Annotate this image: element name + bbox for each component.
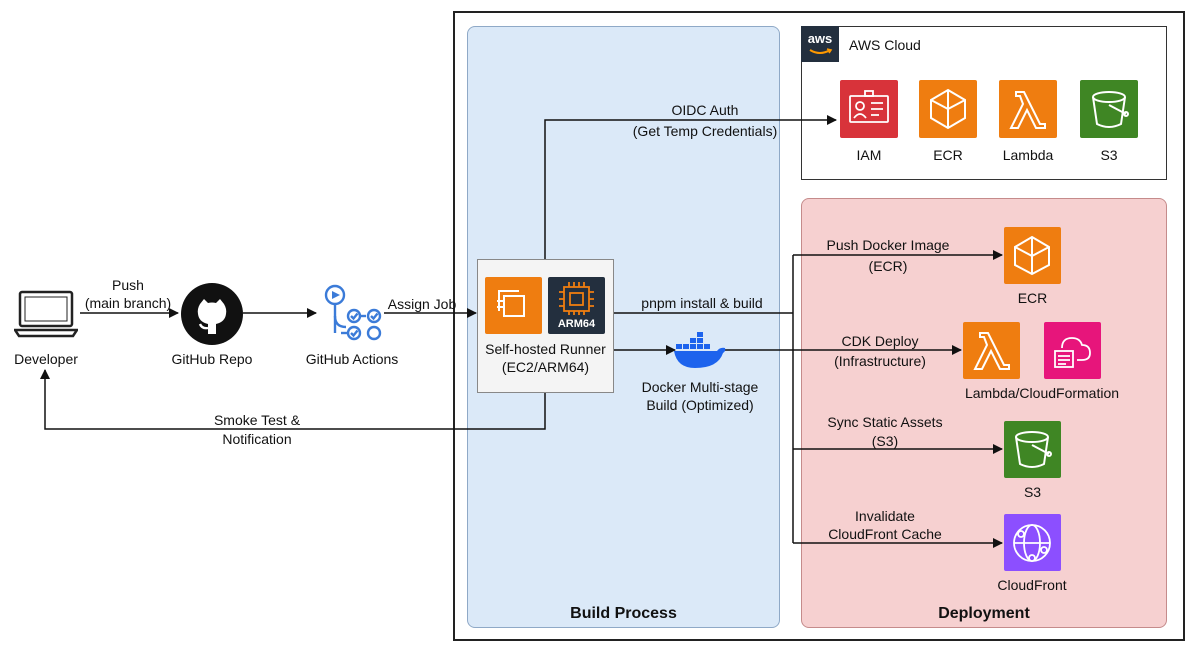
edge-label-assign-job: Assign Job <box>387 296 457 312</box>
lambda-icon <box>999 80 1057 138</box>
iam-glyph-icon <box>849 90 889 123</box>
github-actions-icon <box>324 284 382 341</box>
deploy-lambda-icon <box>963 322 1020 379</box>
deploy-ecr-label: ECR <box>1017 290 1048 306</box>
github-icon <box>181 283 243 345</box>
arm64-chip-icon: ARM64 <box>548 277 605 334</box>
ecr-label: ECR <box>933 147 963 163</box>
ecr-glyph-icon <box>930 88 966 130</box>
deploy-lambda-cf-label: Lambda/CloudFormation <box>964 385 1120 401</box>
ecr-icon <box>919 80 977 138</box>
edge-label-push-docker-1: Push Docker Image <box>826 237 950 253</box>
edge-label-oidc-2: (Get Temp Credentials) <box>632 123 778 139</box>
edge-label-smoke-1: Smoke Test & <box>213 412 301 428</box>
s3-glyph-icon <box>1092 91 1129 128</box>
aws-logo-text: aws <box>807 31 833 46</box>
edge-label-oidc-1: OIDC Auth <box>671 102 739 118</box>
aws-logo-icon: aws <box>801 26 839 62</box>
deploy-s3-label: S3 <box>1023 484 1042 500</box>
docker-icon <box>674 332 726 368</box>
edge-label-cdk-1: CDK Deploy <box>841 333 919 349</box>
runner-label-1: Self-hosted Runner <box>485 341 606 357</box>
ec2-icon <box>485 277 542 334</box>
build-process-title: Build Process <box>570 605 677 622</box>
lambda-label: Lambda <box>1002 147 1054 163</box>
edge-label-push-2: (main branch) <box>84 295 172 311</box>
s3-icon <box>1080 80 1138 138</box>
docker-label-1: Docker Multi-stage <box>641 379 759 395</box>
laptop-icon <box>14 290 78 338</box>
deploy-cloudfront-label: CloudFront <box>997 577 1067 593</box>
s3-label: S3 <box>1100 147 1118 163</box>
runner-label-2: (EC2/ARM64) <box>501 359 590 375</box>
edge-label-cdk-2: (Infrastructure) <box>834 353 926 369</box>
deploy-s3-glyph-icon <box>1015 431 1052 468</box>
chip-glyph-icon <box>559 282 594 315</box>
deployment-group <box>801 198 1167 628</box>
edge-oidc <box>544 115 837 259</box>
cloudfront-icon <box>1004 514 1061 571</box>
deployment-title: Deployment <box>938 605 1030 622</box>
deploy-s3-icon <box>1004 421 1061 478</box>
edge-label-pnpm: pnpm install & build <box>641 295 763 311</box>
iam-label: IAM <box>856 147 882 163</box>
edge-label-sync-1: Sync Static Assets <box>827 414 943 430</box>
cloudformation-glyph-icon <box>1054 337 1091 368</box>
deploy-lambda-glyph-icon <box>973 332 1010 370</box>
cloudformation-icon <box>1044 322 1101 379</box>
github-actions-label: GitHub Actions <box>305 351 399 367</box>
deploy-ecr-icon <box>1004 227 1061 284</box>
edge-label-sync-2: (S3) <box>871 433 899 449</box>
docker-label-2: Build (Optimized) <box>646 397 754 413</box>
developer-label: Developer <box>14 351 78 367</box>
deploy-ecr-glyph-icon <box>1014 235 1050 276</box>
cloudfront-glyph-icon <box>1013 524 1051 562</box>
edge-label-invalidate-1: Invalidate <box>855 508 915 524</box>
edge-label-push-docker-2: (ECR) <box>868 258 908 274</box>
edge-smoke-test <box>40 369 546 430</box>
edge-label-push-1: Push <box>112 277 144 293</box>
lambda-glyph-icon <box>1009 91 1046 129</box>
arm64-chip-label: ARM64 <box>557 318 596 330</box>
outer-frame <box>453 11 1185 641</box>
iam-icon <box>840 80 898 138</box>
edge-label-smoke-2: Notification <box>222 431 292 447</box>
ec2-glyph-icon <box>497 290 525 317</box>
aws-cloud-title: AWS Cloud <box>849 37 921 53</box>
edge-label-invalidate-2: CloudFront Cache <box>828 526 942 542</box>
github-repo-label: GitHub Repo <box>171 351 253 367</box>
aws-smile-icon <box>809 48 833 54</box>
